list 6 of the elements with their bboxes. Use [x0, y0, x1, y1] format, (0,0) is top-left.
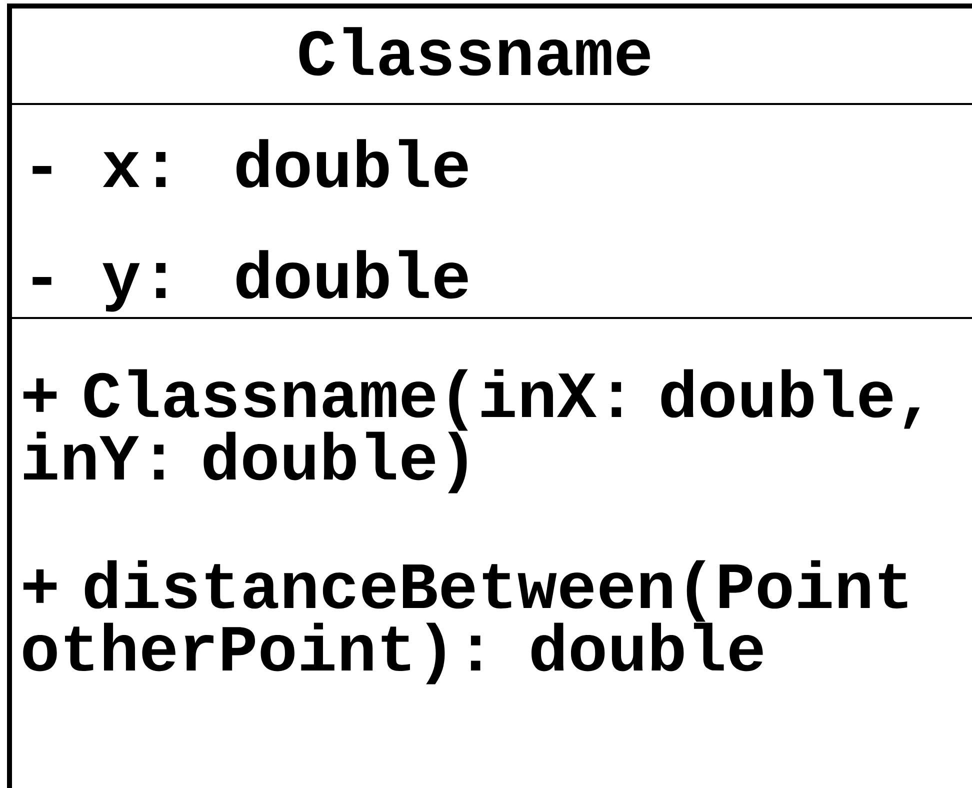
attribute: - y: double — [32, 250, 468, 312]
class-name: Classname — [299, 27, 650, 76]
method: + Classname(inX: double, inY: double) — [23, 369, 920, 494]
method: + distanceBetween(Point otherPoint): double — [23, 560, 908, 684]
attribute: - x: double — [32, 139, 468, 188]
class-box — [7, 4, 972, 788]
